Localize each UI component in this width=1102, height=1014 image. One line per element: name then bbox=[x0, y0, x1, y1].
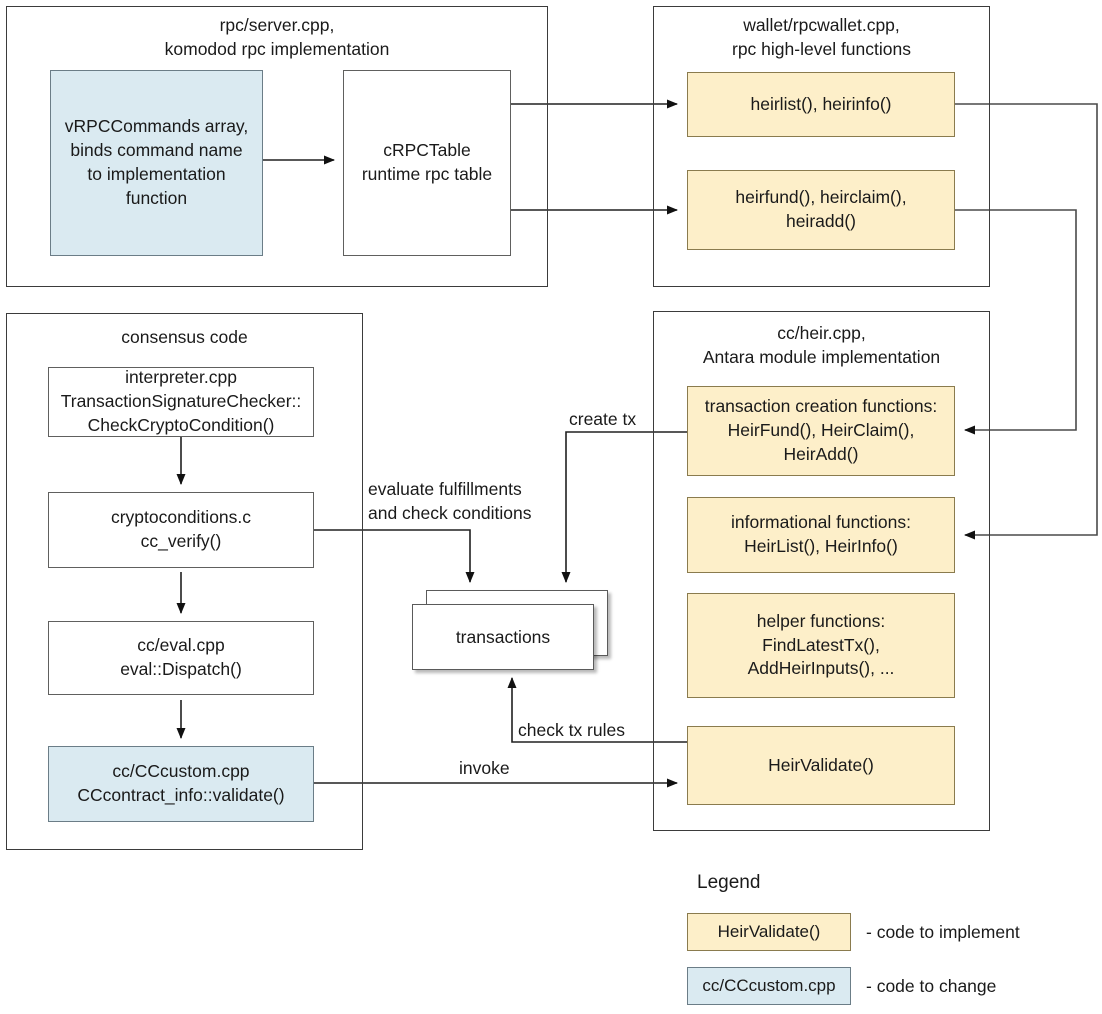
edge-label-create-tx: create tx bbox=[569, 409, 637, 429]
panel-rpc-server bbox=[6, 6, 548, 287]
legend-swatch-implement: HeirValidate() bbox=[687, 913, 851, 951]
panel-rpcwallet bbox=[653, 6, 990, 287]
node-cc-cccustom[interactable]: cc/CCcustom.cpp CCcontract_info::validat… bbox=[48, 746, 314, 822]
node-heirvalidate[interactable]: HeirValidate() bbox=[687, 726, 955, 805]
node-crpctable[interactable]: cRPCTable runtime rpc table bbox=[343, 70, 511, 256]
legend-text-implement: - code to implement bbox=[866, 922, 1020, 942]
panel-heir bbox=[653, 311, 990, 831]
panel-rpcwallet-title: wallet/rpcwallet.cpp, rpc high-level fun… bbox=[732, 15, 911, 59]
edge-label-invoke: invoke bbox=[459, 758, 510, 778]
node-heirlist-heirinfo[interactable]: heirlist(), heirinfo() bbox=[687, 72, 955, 137]
legend-text-change: - code to change bbox=[866, 976, 997, 996]
panel-consensus-title: consensus code bbox=[121, 327, 248, 347]
node-cc-eval[interactable]: cc/eval.cpp eval::Dispatch() bbox=[48, 621, 314, 695]
edge-label-evaluate-fulfillments: evaluate fulfillments and check conditio… bbox=[368, 479, 532, 523]
node-transactions[interactable]: transactions bbox=[412, 604, 594, 670]
legend-title: Legend bbox=[697, 872, 761, 893]
node-interpreter[interactable]: interpreter.cpp TransactionSignatureChec… bbox=[48, 367, 314, 437]
node-informational-functions[interactable]: informational functions: HeirList(), Hei… bbox=[687, 497, 955, 573]
panel-consensus bbox=[6, 313, 363, 850]
node-cryptoconditions[interactable]: cryptoconditions.c cc_verify() bbox=[48, 492, 314, 568]
node-heirfund-heirclaim-heiradd[interactable]: heirfund(), heirclaim(), heiradd() bbox=[687, 170, 955, 250]
node-helper-functions[interactable]: helper functions: FindLatestTx(), AddHei… bbox=[687, 593, 955, 698]
node-transaction-creation-functions[interactable]: transaction creation functions: HeirFund… bbox=[687, 386, 955, 476]
edge-label-check-tx-rules: check tx rules bbox=[518, 720, 625, 740]
panel-heir-title: cc/heir.cpp, Antara module implementatio… bbox=[702, 323, 941, 367]
panel-rpc-server-title: rpc/server.cpp, komodod rpc implementati… bbox=[164, 15, 390, 59]
legend-swatch-change: cc/CCcustom.cpp bbox=[687, 967, 851, 1005]
node-vrpccommands[interactable]: vRPCCommands array, binds command name t… bbox=[50, 70, 263, 256]
